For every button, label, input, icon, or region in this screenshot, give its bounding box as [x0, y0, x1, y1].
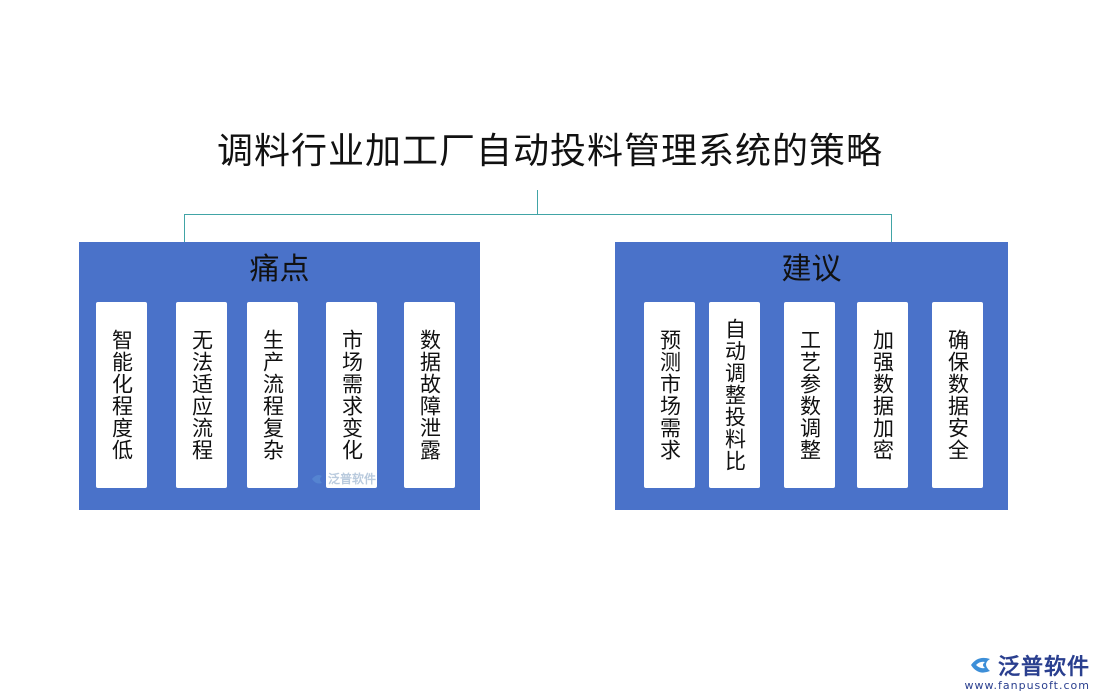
suggestion-text: 自动调整投料比	[722, 318, 747, 472]
pain-point-card: 生产流程复杂	[247, 302, 298, 488]
connector-left-drop	[184, 214, 185, 242]
fanpu-logo-icon	[970, 657, 990, 673]
suggestion-card: 自动调整投料比	[709, 302, 760, 488]
pain-point-card: 数据故障泄露	[404, 302, 455, 488]
suggestion-text: 加强数据加密	[870, 329, 895, 461]
suggestion-card: 确保数据安全	[932, 302, 983, 488]
suggestion-card: 预测市场需求	[644, 302, 695, 488]
pain-point-card: 市场需求变化	[326, 302, 377, 488]
pain-point-card: 智能化程度低	[96, 302, 147, 488]
fanpu-logo-icon	[312, 474, 322, 483]
pain-point-text: 无法适应流程	[189, 329, 214, 461]
connector-right-drop	[891, 214, 892, 242]
connector-horizontal	[184, 214, 892, 215]
pain-point-text: 智能化程度低	[109, 329, 134, 461]
watermark-text: 泛普软件	[328, 472, 377, 486]
pain-point-card: 无法适应流程	[176, 302, 227, 488]
pain-point-text: 生产流程复杂	[260, 329, 285, 461]
brand-logo: 泛普软件 www.fanpusoft.com	[965, 649, 1090, 692]
suggestion-text: 确保数据安全	[945, 329, 970, 461]
pain-points-panel: 痛点 智能化程度低 无法适应流程 生产流程复杂 市场需求变化 数据故障泄露	[79, 242, 480, 510]
pain-points-heading: 痛点	[249, 252, 310, 287]
watermark: 泛普软件	[310, 470, 376, 487]
suggestion-card: 加强数据加密	[857, 302, 908, 488]
logo-name: 泛普软件	[997, 655, 1090, 680]
connector-trunk	[537, 190, 538, 215]
suggestion-text: 预测市场需求	[657, 329, 682, 461]
pain-point-text: 市场需求变化	[339, 329, 364, 461]
logo-url: www.fanpusoft.com	[964, 679, 1090, 692]
suggestion-card: 工艺参数调整	[784, 302, 835, 488]
diagram-title: 调料行业加工厂自动投料管理系统的策略	[216, 131, 883, 172]
suggestions-panel: 建议 预测市场需求 自动调整投料比 工艺参数调整 加强数据加密 确保数据安全	[615, 242, 1008, 510]
suggestions-heading: 建议	[781, 252, 842, 287]
suggestion-text: 工艺参数调整	[797, 329, 822, 461]
pain-point-text: 数据故障泄露	[417, 329, 442, 461]
